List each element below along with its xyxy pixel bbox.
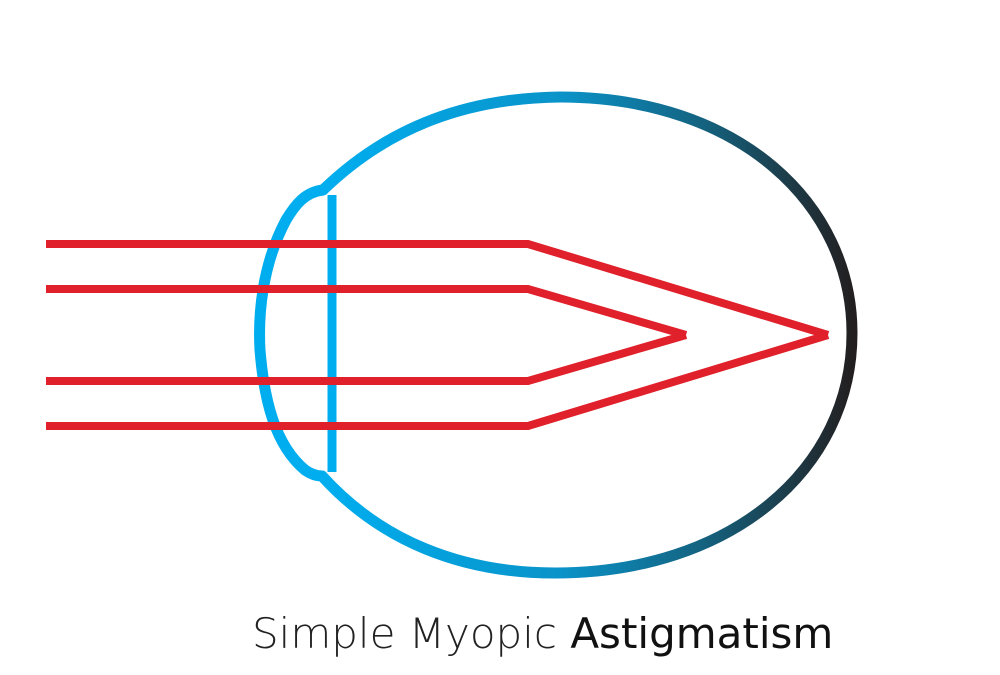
caption-astigmatism: Astigmatism [570, 609, 834, 658]
diagram-caption: Simple Myopic Astigmatism [252, 606, 833, 662]
light-ray-outer-top [46, 240, 830, 339]
caption-simple-myopic: Simple Myopic [252, 609, 571, 658]
light-ray-inner-bottom [46, 331, 688, 385]
cornea [254, 184, 329, 482]
light-ray-outer-bottom [46, 331, 830, 430]
eyeball-outline [316, 91, 858, 579]
light-ray-inner-top [46, 285, 688, 339]
